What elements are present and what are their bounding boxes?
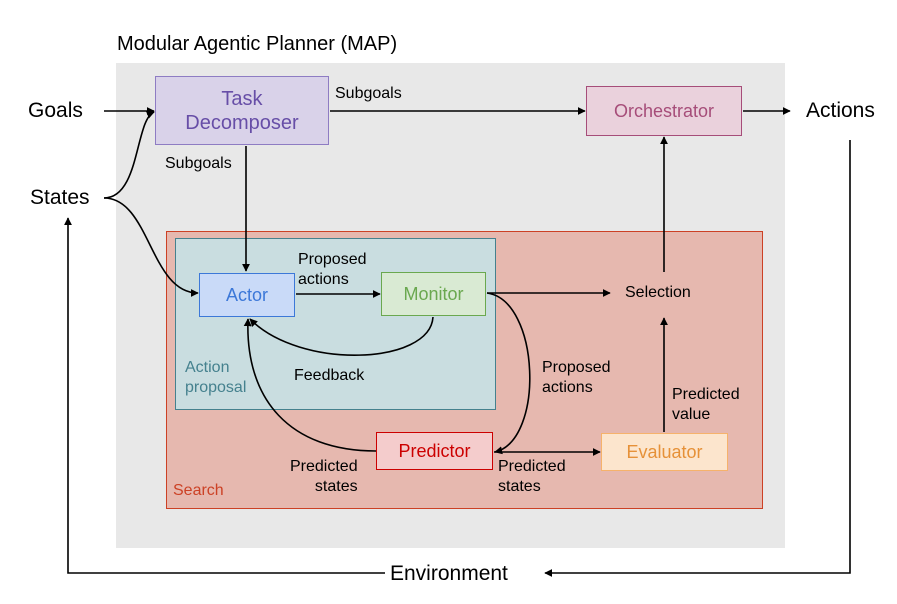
monitor-to-predictor-arrow [486, 292, 531, 455]
states-to-actor-arrow [103, 197, 199, 297]
subgoals-down-label: Subgoals [165, 155, 232, 172]
predictor-to-actor-arrow [243, 318, 377, 452]
actions-label: Actions [806, 99, 875, 122]
feedback-arrow [249, 316, 434, 356]
predicted-value-label: Predicted value [672, 386, 740, 423]
diagram-title: Modular Agentic Planner (MAP) [117, 33, 398, 55]
environment-to-states-arrow [64, 217, 385, 574]
task-decomposer-label: Task Decomposer [185, 87, 299, 134]
task-decomposer-module: Task Decomposer [155, 76, 329, 145]
orchestrator-label: Orchestrator [613, 101, 715, 121]
action-proposal-region [175, 238, 496, 410]
selection-node: Selection [625, 284, 691, 301]
predicted-states-right-label: Predicted states [498, 458, 566, 495]
feedback-label: Feedback [294, 367, 365, 384]
monitor-label: Monitor [403, 284, 464, 304]
proposed-actions-right-label: Proposed actions [542, 359, 611, 396]
action-proposal-region-label: Action proposal [185, 359, 247, 396]
predictor-module: Predictor [376, 432, 493, 470]
goals-label: Goals [28, 99, 83, 122]
predicted-states-left-label: Predicted states [290, 458, 358, 495]
evaluator-label: Evaluator [626, 442, 703, 462]
environment-label: Environment [390, 562, 508, 585]
proposed-actions-top-label: Proposed actions [298, 251, 367, 288]
states-label: States [30, 186, 90, 209]
actions-to-environment-arrow [544, 140, 851, 577]
orchestrator-module: Orchestrator [586, 86, 742, 136]
actor-module: Actor [199, 273, 295, 317]
subgoals-top-label: Subgoals [335, 85, 402, 102]
monitor-module: Monitor [381, 272, 486, 316]
evaluator-module: Evaluator [601, 433, 728, 471]
actor-label: Actor [225, 285, 268, 305]
predictor-label: Predictor [398, 441, 471, 461]
states-to-task-arrow [103, 111, 155, 199]
search-region-label: Search [173, 482, 224, 499]
